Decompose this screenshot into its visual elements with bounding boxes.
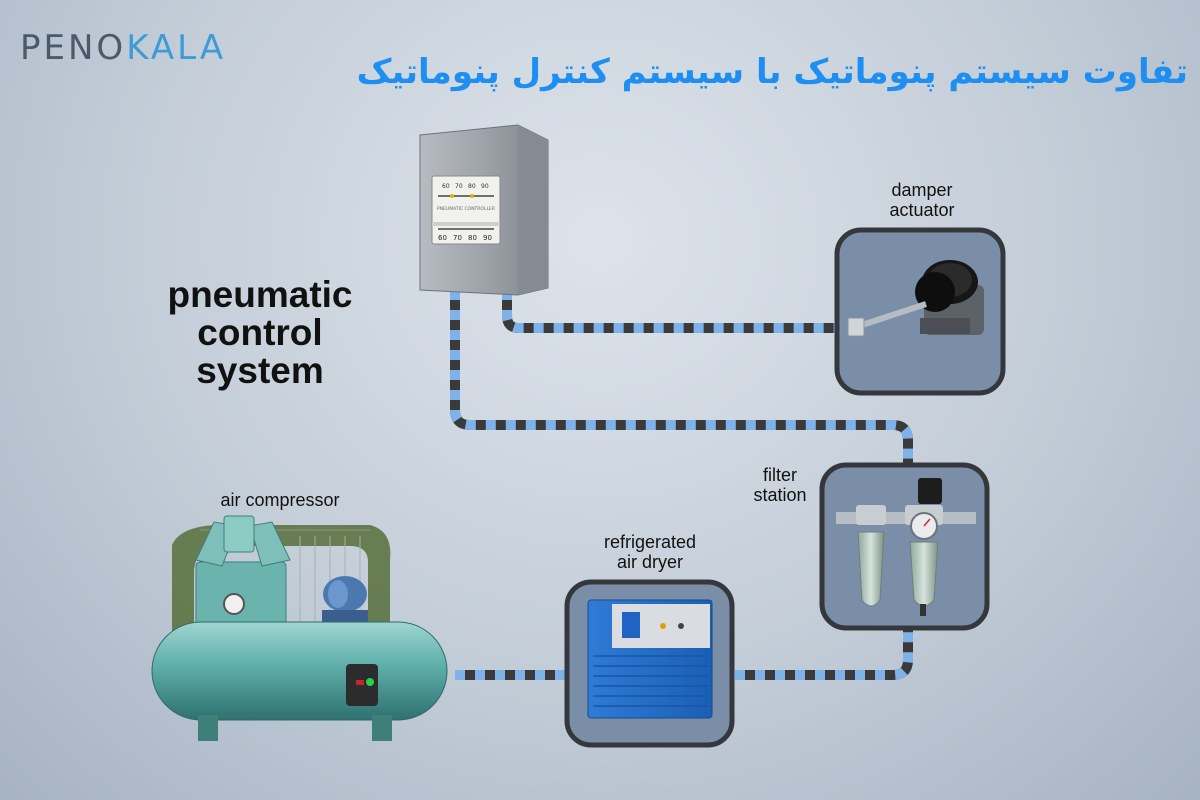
damper-actuator-icon (847, 260, 984, 337)
scale-top-4: 90 (481, 183, 489, 190)
scale-bottom-4: 90 (483, 234, 492, 242)
scale-top-1: 60 (442, 183, 450, 190)
damper-label-line2: actuator (889, 200, 955, 220)
scale-bottom-3: 80 (468, 234, 477, 242)
filter-label-line1: filter (762, 465, 797, 485)
pneumatic-controller: 60 70 80 90 PNEUMATIC CONTROLLER 60 70 8… (419, 124, 549, 296)
pipe-controller-to-filter (450, 290, 913, 465)
controller-faceplate: 60 70 80 90 PNEUMATIC CONTROLLER 60 70 8… (431, 175, 501, 245)
scale-top-3: 80 (468, 183, 476, 190)
air-dryer-frame (564, 579, 735, 748)
damper-actuator-frame (834, 227, 1006, 396)
scale-bottom-1: 60 (438, 234, 447, 242)
logo-text-part2: KALA (126, 28, 227, 68)
air-dryer-label: refrigerated air dryer (575, 532, 725, 572)
main-label-line1: pneumatic (167, 274, 353, 315)
main-label-line2: control (197, 312, 323, 353)
filter-station-label: filter station (725, 465, 835, 505)
filter-station-frame (819, 462, 990, 631)
page-title: تفاوت سیستم پنوماتیک با سیستم کنترل پنوم… (356, 52, 1188, 92)
pipe-controller-to-damper (502, 290, 840, 333)
pipe-dryer-to-filter (735, 625, 913, 680)
air-compressor-icon (151, 515, 448, 741)
scale-bottom-2: 70 (453, 234, 462, 242)
dryer-label-line2: air dryer (616, 552, 683, 572)
main-label-line3: system (196, 350, 324, 391)
air-compressor-label: air compressor (220, 490, 340, 510)
filter-regulator-icon (836, 478, 976, 616)
dryer-label-line1: refrigerated (603, 532, 697, 552)
scale-top-2: 70 (455, 183, 463, 190)
damper-label-line1: damper (891, 180, 953, 200)
filter-label-line2: station (753, 485, 807, 505)
controller-caption: PNEUMATIC CONTROLLER (437, 206, 495, 212)
logo-text-part1: PENO (20, 28, 127, 68)
air-dryer-icon (587, 599, 713, 719)
damper-actuator-label: damper actuator (862, 180, 982, 220)
pneumatic-control-system-label: pneumatic control system (140, 276, 380, 390)
